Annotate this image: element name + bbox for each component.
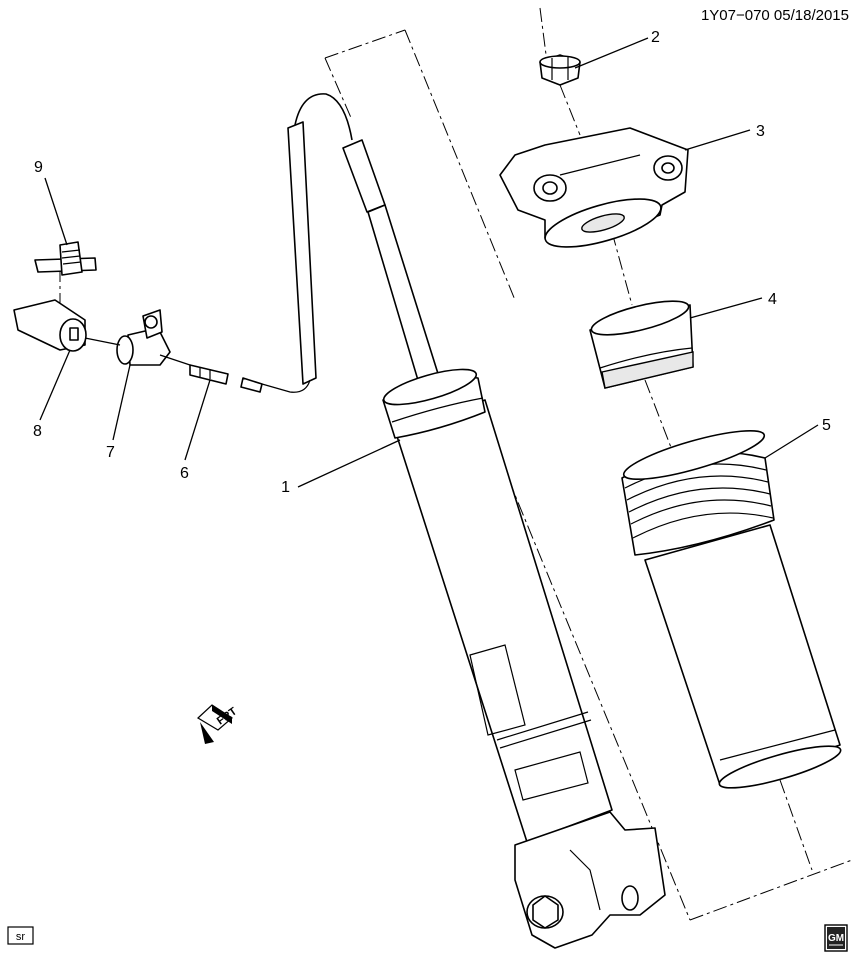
callout-labels: 1 2 3 4 5 6 7 8 9	[33, 29, 831, 496]
front-arrow-icon: FRT	[197, 704, 239, 744]
leader-lines	[39, 37, 819, 488]
jounce-bumper	[589, 300, 694, 389]
callout-6: 6	[180, 465, 189, 482]
terminal	[189, 364, 229, 385]
elbow-connector	[116, 309, 191, 366]
callout-2: 2	[651, 29, 660, 46]
shock-absorber	[342, 139, 666, 949]
mounting-nut	[539, 54, 581, 86]
dust-boot	[621, 429, 842, 789]
callout-5: 5	[822, 417, 831, 434]
gm-logo-text: GM	[828, 933, 844, 944]
sr-label: sr	[16, 931, 26, 943]
upper-mount	[499, 127, 689, 248]
harness-wire	[240, 93, 353, 393]
sr-box: sr	[7, 926, 34, 945]
gm-logo-icon: GM	[824, 924, 848, 952]
callout-4: 4	[768, 291, 777, 308]
callout-1: 1	[281, 479, 290, 496]
callout-7: 7	[106, 444, 115, 461]
diagram-id-date: 1Y07−070 05/18/2015	[701, 7, 849, 24]
callout-3: 3	[756, 123, 765, 140]
connector-body	[13, 299, 121, 352]
callout-8: 8	[33, 423, 42, 440]
retainer-clip	[34, 241, 97, 276]
callout-9: 9	[34, 159, 43, 176]
